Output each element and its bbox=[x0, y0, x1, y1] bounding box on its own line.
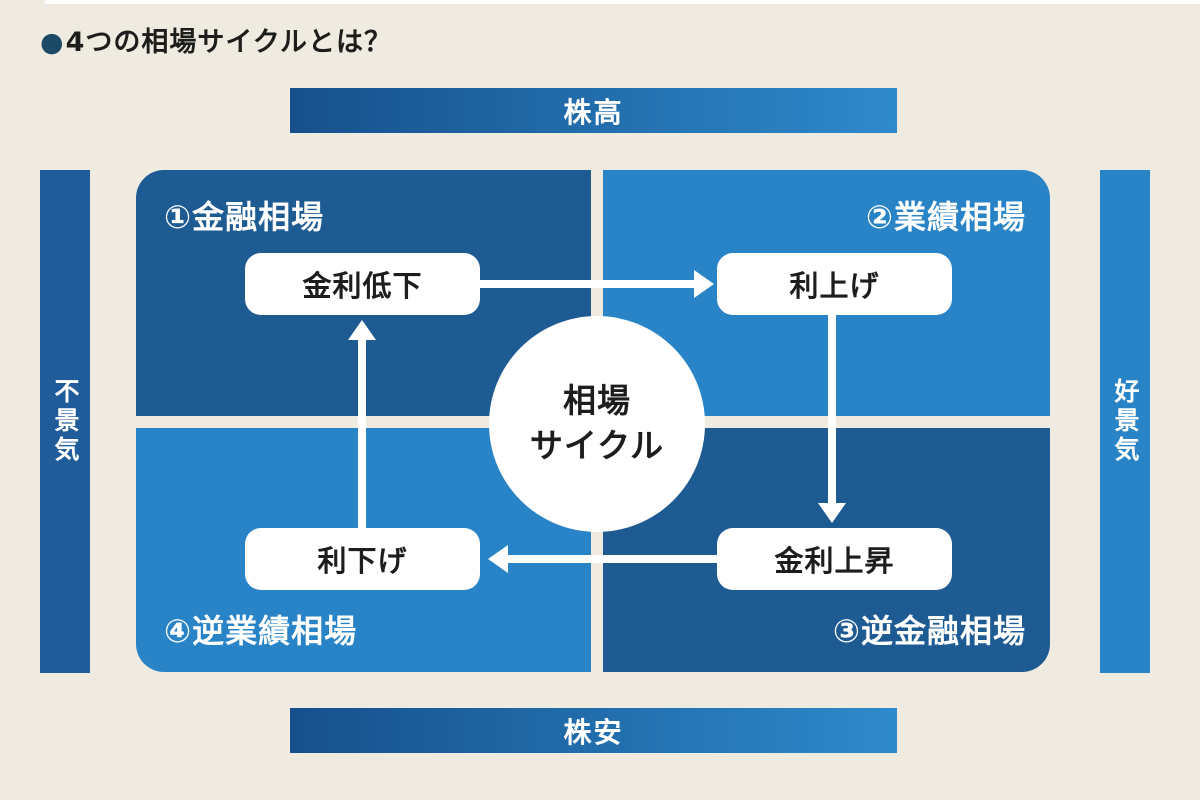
axis-left-label: 不景気 bbox=[51, 378, 80, 465]
arrow-rate-decline-to-rate-hike-line bbox=[480, 280, 694, 288]
node-rate-cut: 利下げ bbox=[245, 528, 480, 590]
quadrant-4-label: ④逆業績相場 bbox=[164, 612, 358, 650]
axis-right-label: 好景気 bbox=[1111, 378, 1140, 465]
arrow-rate-cut-to-rate-decline-line bbox=[358, 340, 366, 528]
axis-left-bar: 不景気 bbox=[40, 170, 90, 673]
axis-right-bar: 好景気 bbox=[1100, 170, 1150, 673]
axis-top-bar: 株高 bbox=[290, 88, 897, 133]
node-rate-hike: 利上げ bbox=[717, 253, 952, 315]
center-cycle-label-line2: サイクル bbox=[529, 426, 665, 465]
arrow-right-icon bbox=[694, 270, 714, 298]
arrow-left-icon bbox=[488, 545, 508, 573]
center-cycle-circle: 相場 サイクル bbox=[489, 316, 705, 532]
title-bullet-icon: ● bbox=[40, 27, 65, 58]
quadrant-1-label: ①金融相場 bbox=[164, 198, 325, 236]
arrow-up-icon bbox=[348, 320, 376, 340]
arrow-down-icon bbox=[818, 503, 846, 523]
node-rate-rise: 金利上昇 bbox=[717, 528, 952, 590]
page-title-text: 4つの相場サイクルとは？ bbox=[65, 27, 392, 58]
quadrant-3-label: ③逆金融相場 bbox=[832, 612, 1026, 650]
arrow-rate-rise-to-rate-cut-line bbox=[508, 555, 718, 563]
axis-bottom-bar: 株安 bbox=[290, 708, 897, 753]
arrow-rate-hike-to-rate-rise-line bbox=[828, 315, 836, 505]
axis-top-label: 株高 bbox=[563, 95, 624, 129]
top-edge-strip bbox=[45, 0, 1200, 4]
page-title: ●4つの相場サイクルとは？ bbox=[40, 20, 392, 59]
node-rate-decline: 金利低下 bbox=[245, 253, 480, 315]
axis-bottom-label: 株安 bbox=[563, 715, 624, 749]
quadrant-2-label: ②業績相場 bbox=[865, 198, 1026, 236]
center-cycle-label-line1: 相場 bbox=[563, 381, 631, 421]
